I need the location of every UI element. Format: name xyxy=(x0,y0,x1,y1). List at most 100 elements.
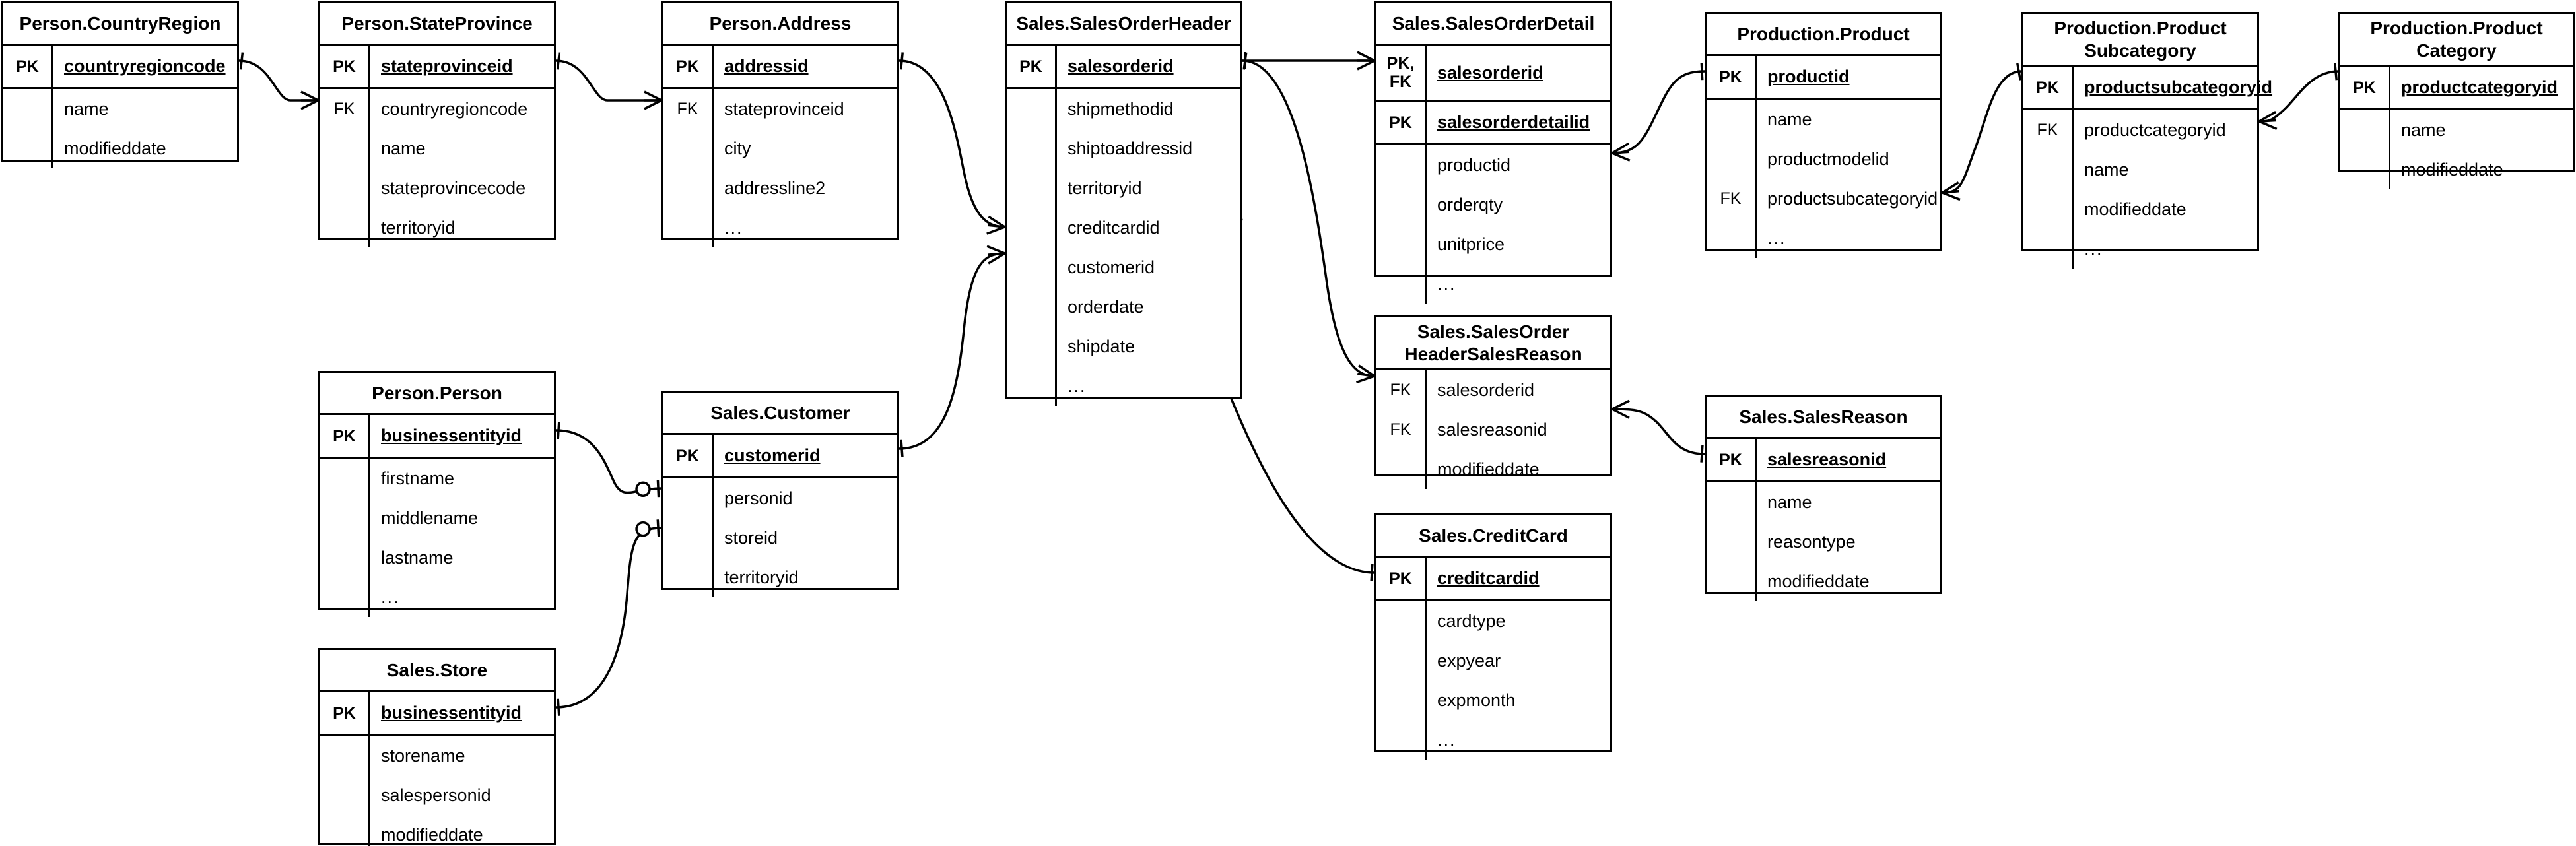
attribute-name: cardtype xyxy=(1437,610,1506,631)
key-column-name: productid xyxy=(1767,67,1850,86)
attribute-key-tag xyxy=(1376,449,1425,489)
attribute-key-tag xyxy=(1707,562,1755,601)
attribute-name: name xyxy=(64,98,109,119)
relationship-rel-product-salesorderdetail[interactable] xyxy=(1611,63,1705,162)
relationship-rel-salesorderheader-salesorderdetail[interactable] xyxy=(1242,51,1375,71)
attribute-name: salespersonid xyxy=(381,785,491,805)
relationship-rel-address-salesorderheader[interactable] xyxy=(898,52,1005,235)
attribute-key-tag xyxy=(1376,601,1425,641)
relationship-rel-salesreason-salesorderheadersalesreason[interactable] xyxy=(1611,399,1705,463)
attribute-key-tag: FK xyxy=(677,99,698,118)
attribute-ellipsis: ... xyxy=(1437,273,1456,294)
relationship-rel-customer-salesorderheader[interactable] xyxy=(898,245,1005,457)
attribute-key-tag: FK xyxy=(1390,420,1411,439)
entity-title: Sales.SalesReason xyxy=(1707,397,1940,439)
relationship-rel-stateprovince-address[interactable] xyxy=(555,52,662,110)
attribute-key-tag xyxy=(663,518,712,558)
attribute-key-column xyxy=(1376,601,1427,760)
attribute-ellipsis: ... xyxy=(1068,375,1087,396)
entity-title: Person.CountryRegion xyxy=(3,3,237,46)
entity-title: Production.Product Subcategory xyxy=(2023,14,2257,67)
attribute-name: salesreasonid xyxy=(1437,419,1547,439)
relationship-rel-store-customer[interactable] xyxy=(555,519,662,716)
attribute-key-tag xyxy=(2023,150,2072,189)
key-tag: PK xyxy=(663,435,714,476)
attribute-key-column: FK xyxy=(1707,100,1757,258)
attribute-name: name xyxy=(1767,492,1812,512)
key-column-name: businessentityid xyxy=(381,426,522,445)
attribute-name: shipdate xyxy=(1068,336,1135,356)
key-column-name: countryregioncode xyxy=(64,56,226,76)
attribute-key-tag xyxy=(320,208,368,247)
relationship-rel-person-customer[interactable] xyxy=(555,422,662,498)
attribute-name: orderdate xyxy=(1068,296,1144,317)
key-tag: PK xyxy=(320,46,370,87)
attribute-key-tag xyxy=(3,129,51,168)
attribute-name: shipmethodid xyxy=(1068,98,1174,119)
key-column-name: salesreasonid xyxy=(1767,449,1887,469)
attribute-key-tag xyxy=(320,498,368,538)
entity-title: Production.Product Category xyxy=(2340,14,2573,67)
entity-title: Sales.Store xyxy=(320,650,554,692)
attribute-key-tag xyxy=(320,168,368,208)
attribute-key-tag xyxy=(1007,89,1055,129)
attribute-name: name xyxy=(381,138,426,158)
attribute-key-column xyxy=(1707,482,1757,601)
attribute-name: territoryid xyxy=(1068,178,1142,198)
key-tag: PK xyxy=(1707,56,1757,98)
attribute-name: modifieddate xyxy=(1437,459,1540,479)
attribute-name: orderqty xyxy=(1437,194,1503,214)
attribute-key-tag xyxy=(320,577,368,617)
key-column-name: salesorderdetailid xyxy=(1437,112,1590,132)
entity-title: Person.Address xyxy=(663,3,897,46)
attribute-ellipsis: ... xyxy=(1767,228,1786,248)
attribute-key-tag xyxy=(1007,168,1055,208)
entity-title: Person.StateProvince xyxy=(320,3,554,46)
attribute-key-tag xyxy=(1007,327,1055,366)
key-column-name: salesorderid xyxy=(1437,62,1543,82)
attribute-name: productid xyxy=(1437,154,1511,175)
attribute-key-tag xyxy=(1007,208,1055,247)
relationship-rel-productsubcategory-product[interactable] xyxy=(1942,63,2022,201)
entity-title: Person.Person xyxy=(320,373,554,415)
attribute-key-tag xyxy=(1007,366,1055,406)
attribute-key-column xyxy=(320,736,370,846)
attribute-key-tag xyxy=(1707,522,1755,562)
relationship-rel-countryregion-stateprovince[interactable] xyxy=(238,52,319,110)
relationship-rel-salesorderheader-salesorderheadersalesreason[interactable] xyxy=(1242,52,1375,384)
entity-title: Sales.CreditCard xyxy=(1376,515,1610,558)
attribute-key-tag xyxy=(1376,185,1425,224)
attribute-name: territoryid xyxy=(724,567,799,587)
